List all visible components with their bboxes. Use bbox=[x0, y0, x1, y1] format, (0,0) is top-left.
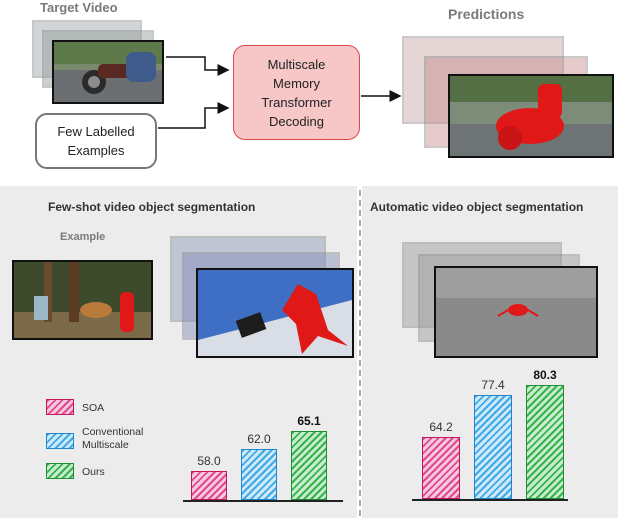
bar-value-soa: 58.0 bbox=[197, 454, 221, 469]
automatic-frame-front bbox=[434, 266, 598, 358]
target-video-label: Target Video bbox=[40, 0, 118, 15]
bar-ours bbox=[526, 385, 564, 499]
few-shot-bar-chart: 58.0 62.0 65.1 bbox=[183, 400, 343, 502]
predictions-label: Predictions bbox=[448, 6, 525, 22]
bar-value-soa: 64.2 bbox=[429, 420, 453, 435]
example-frame bbox=[12, 260, 153, 340]
tiger-example bbox=[14, 262, 151, 338]
x-axis-line bbox=[183, 500, 343, 502]
airplane-segmentation bbox=[198, 270, 352, 356]
target-video-frame-front bbox=[52, 40, 164, 104]
legend-conventional-label: Conventional Multiscale bbox=[82, 426, 144, 451]
few-shot-title: Few-shot video object segmentation bbox=[48, 200, 256, 214]
bar-conventional bbox=[241, 448, 277, 500]
legend-soa-swatch bbox=[46, 399, 74, 415]
prediction-frame-front bbox=[448, 74, 614, 158]
flow-arrows bbox=[158, 56, 402, 129]
bar-value-conventional: 62.0 bbox=[247, 431, 271, 446]
bar-value-ours: 65.1 bbox=[297, 413, 321, 428]
legend-ours-swatch bbox=[46, 463, 74, 479]
panel-divider bbox=[359, 190, 361, 516]
automatic-title: Automatic video object segmentation bbox=[370, 200, 584, 214]
bar-soa bbox=[422, 437, 460, 499]
automatic-bar-chart: 64.2 77.4 80.3 bbox=[412, 363, 568, 501]
legend-ours-label: Ours bbox=[82, 466, 105, 478]
bar-value-conventional: 77.4 bbox=[481, 377, 505, 392]
bar-ours bbox=[291, 430, 327, 500]
x-axis-line bbox=[412, 499, 568, 501]
few-labelled-examples-box: Few Labelled Examples bbox=[35, 113, 157, 169]
example-label: Example bbox=[60, 231, 106, 243]
legend-conventional-swatch bbox=[46, 433, 74, 449]
motorcycle-thumbnail bbox=[54, 42, 162, 102]
legend-soa-label: SOA bbox=[82, 402, 105, 414]
bar-soa bbox=[191, 471, 227, 500]
bar-value-ours: 80.3 bbox=[533, 368, 557, 383]
motorcycle-prediction bbox=[450, 76, 612, 156]
bar-conventional bbox=[474, 394, 512, 499]
multiscale-memory-transformer-decoder-box: Multiscale Memory Transformer Decoding bbox=[233, 45, 360, 140]
few-shot-frame-front bbox=[196, 268, 354, 358]
crab-segmentation bbox=[436, 268, 596, 356]
